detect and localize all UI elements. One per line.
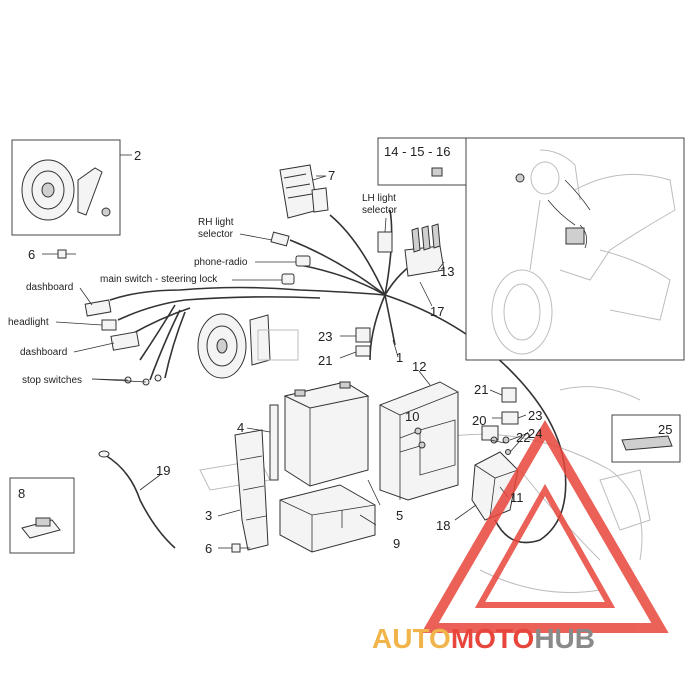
callout-6-bottom: 6	[205, 541, 212, 556]
callout-21-right: 21	[474, 382, 488, 397]
callout-11: 11	[510, 490, 524, 505]
wiring-harness	[109, 209, 567, 544]
callout-12: 12	[412, 359, 426, 374]
label-stop-switches: stop switches	[22, 375, 82, 386]
callout-21-left: 21	[318, 353, 332, 368]
label-dashboard-top: dashboard	[26, 282, 73, 293]
callout-3: 3	[205, 508, 212, 523]
label-rh-light-selector-2: selector	[198, 229, 234, 240]
callout-13: 13	[440, 264, 454, 279]
callout-19: 19	[156, 463, 170, 478]
main-switch-connector	[281, 273, 295, 285]
svg-text:AUTOMOTOHUB: AUTOMOTOHUB	[372, 623, 595, 654]
label-lh-light-selector-2: selector	[362, 205, 398, 216]
leader-lines	[55, 175, 529, 526]
bolt-top	[42, 249, 76, 259]
relay-block	[279, 164, 329, 219]
callout-7: 7	[328, 168, 335, 183]
horn-inset	[11, 139, 132, 236]
callout-5: 5	[396, 508, 403, 523]
callout-9: 9	[393, 536, 400, 551]
callout-22: 22	[516, 430, 530, 445]
callout-25: 25	[658, 422, 672, 437]
callout-1: 1	[396, 350, 403, 365]
rh-selector-connector	[270, 231, 290, 247]
watermark-auto: AUTO	[372, 623, 451, 654]
bolt-bottom	[218, 543, 250, 553]
text-labels: RH light selector LH light selector phon…	[8, 193, 398, 386]
callout-24: 24	[528, 426, 542, 441]
label-lh-light-selector-1: LH light	[362, 193, 396, 204]
watermark-moto: MOTO	[451, 623, 534, 654]
battery-cover	[379, 381, 459, 501]
inset-25	[611, 414, 681, 463]
battery-cable	[98, 450, 176, 549]
label-dashboard-bottom: dashboard	[20, 347, 67, 358]
screws-10	[399, 427, 426, 453]
label-rh-light-selector-1: RH light	[198, 217, 234, 228]
label-phone-radio: phone-radio	[194, 257, 248, 268]
callout-14-15-16: 14 - 15 - 16	[384, 144, 451, 159]
fuse-inset	[377, 137, 467, 186]
callout-10: 10	[405, 409, 419, 424]
callout-4: 4	[237, 420, 244, 435]
callout-23-right: 23	[528, 408, 542, 423]
connector-block-13	[404, 223, 445, 277]
horn-main	[197, 313, 299, 379]
left-connectors	[84, 299, 162, 386]
callout-2: 2	[134, 148, 141, 163]
bracket-3	[234, 429, 269, 551]
label-main-switch: main switch - steering lock	[100, 274, 218, 285]
inset-8	[9, 477, 75, 554]
callout-20: 20	[472, 413, 486, 428]
callout-numbers: 2 6 7 14 - 15 - 16 13 17 23 21 1 12 10 2…	[18, 144, 672, 556]
battery-tray	[279, 484, 376, 553]
callout-18: 18	[436, 518, 450, 533]
watermark-hub: HUB	[534, 623, 595, 654]
relays-left	[339, 327, 371, 359]
bracket-4	[269, 404, 279, 481]
battery	[283, 381, 370, 487]
label-headlight: headlight	[8, 317, 49, 328]
phone-radio-connector	[295, 255, 311, 267]
scooter-inset	[465, 137, 685, 361]
watermark-text: AUTOMOTOHUB	[372, 623, 595, 654]
callout-17: 17	[430, 304, 444, 319]
lh-selector-connector	[377, 231, 393, 253]
callout-23-left: 23	[318, 329, 332, 344]
callout-6-top: 6	[28, 247, 35, 262]
callout-8: 8	[18, 486, 25, 501]
watermark-logo	[421, 420, 669, 633]
